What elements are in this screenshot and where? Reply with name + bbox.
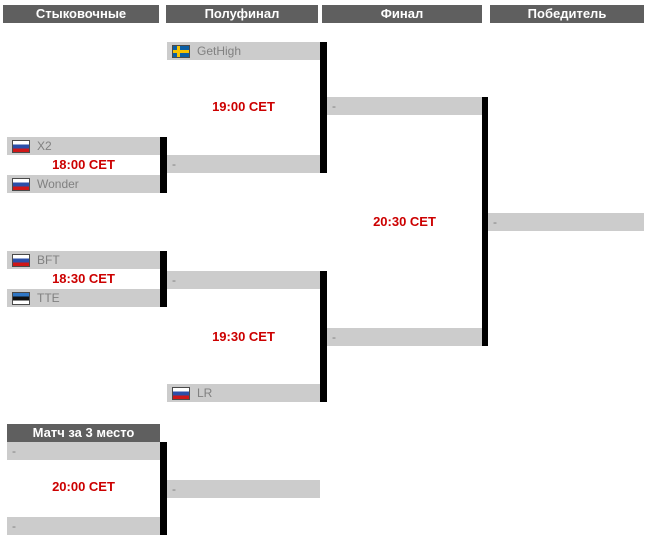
russia-flag-icon [12,177,30,191]
estonia-flag-icon [12,291,30,305]
empty-slot-label: - [172,157,176,171]
team-slot-tte: TTE [7,289,160,307]
empty-slot-label: - [12,519,16,533]
column-header-winner: Победитель [490,5,644,23]
team-name: GetHigh [197,44,242,58]
match-time-qualifier1: 18:00 CET [52,157,115,172]
team-name: Wonder [37,177,79,191]
russia-flag-icon [172,386,190,400]
team-slot-champion-tbd: - [488,213,644,231]
empty-slot-label: - [172,273,176,287]
empty-slot-label: - [12,444,16,458]
match-time-final: 20:30 CET [373,214,436,229]
russia-flag-icon [12,253,30,267]
team-name: TTE [37,291,60,305]
match-time-semifinal2: 19:30 CET [212,329,275,344]
column-header-semifinal: Полуфинал [166,5,318,23]
team-slot-wonder: Wonder [7,175,160,193]
team-slot-third-bottom-tbd: - [7,517,160,535]
empty-slot-label: - [493,215,497,229]
team-slot-final-bottom-tbd: - [327,328,482,346]
team-slot-gethigh: GetHigh [167,42,320,60]
team-slot-lr: LR [167,384,320,402]
team-name: BFT [37,253,60,267]
team-slot-semifinal1-tbd: - [167,155,320,173]
match-time-third-place: 20:00 CET [52,479,115,494]
connector-third-place [160,442,167,535]
russia-flag-icon [12,139,30,153]
empty-slot-label: - [332,330,336,344]
team-slot-third-winner-tbd: - [167,480,320,498]
team-slot-bft: BFT [7,251,160,269]
team-slot-x2: X2 [7,137,160,155]
connector-semifinal2 [320,271,327,402]
team-name: LR [197,386,213,400]
match-time-semifinal1: 19:00 CET [212,99,275,114]
sweden-flag-icon [172,44,190,58]
empty-slot-label: - [172,482,176,496]
column-header-final: Финал [322,5,482,23]
empty-slot-label: - [332,99,336,113]
column-header-qualifiers: Стыковочные [3,5,159,23]
connector-qualifier2 [160,251,167,307]
team-slot-final-top-tbd: - [327,97,482,115]
third-place-header: Матч за 3 место [7,424,160,442]
connector-qualifier1 [160,137,167,193]
match-time-qualifier2: 18:30 CET [52,271,115,286]
team-name: X2 [37,139,52,153]
connector-semifinal1 [320,42,327,173]
connector-final [482,97,488,346]
team-slot-semifinal2-tbd: - [167,271,320,289]
team-slot-third-top-tbd: - [7,442,160,460]
